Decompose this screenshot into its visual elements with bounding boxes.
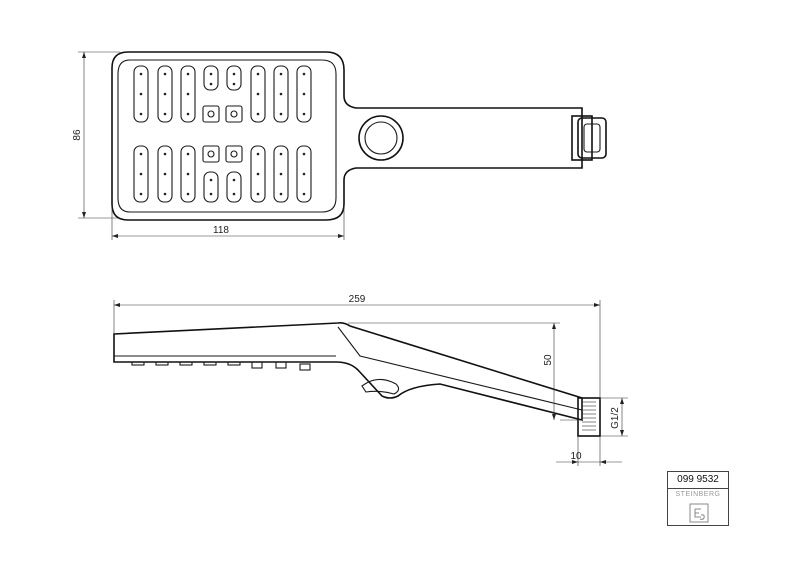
side-view-outline (113, 322, 583, 422)
top-view-face (117, 59, 337, 213)
top-connector-body (571, 115, 593, 161)
top-connector-inner (583, 123, 601, 153)
article-number: 099 9532 (668, 472, 728, 489)
side-connector (577, 397, 601, 437)
dimension-thread: G1/2 (600, 397, 628, 437)
dimension-side-length-label: 259 (349, 294, 366, 305)
brand-name: STEINBERG (675, 491, 721, 498)
side-button (361, 378, 400, 395)
top-connector-nut (577, 117, 607, 159)
brand-logo-icon (689, 503, 709, 523)
dimension-connector-length: 10 (556, 436, 622, 466)
top-view: 86 118 (72, 51, 607, 240)
nozzle-grid-lower (133, 145, 312, 203)
top-view-outline (111, 51, 583, 221)
dimension-top-width-label: 118 (213, 225, 229, 236)
nozzle-dots (139, 72, 306, 196)
dimension-side-height: 50 (348, 322, 582, 421)
button-circle-outer (358, 115, 404, 161)
dimension-top-height-label: 86 (72, 129, 83, 141)
dimension-connector-length-label: 10 (570, 451, 582, 462)
side-view: 259 50 G1/2 10 (113, 294, 628, 466)
button-circle-inner (364, 121, 398, 155)
dimension-thread-label: G1/2 (610, 407, 621, 429)
dimension-side-length: 259 (113, 294, 601, 400)
dimension-side-height-label: 50 (543, 354, 554, 366)
side-nozzles (131, 361, 311, 371)
title-block: 099 9532 STEINBERG (667, 471, 729, 526)
nozzle-grid-upper (133, 65, 312, 123)
dimension-top-height: 86 (72, 51, 120, 219)
dimension-top-width: 118 (111, 206, 345, 240)
side-body-contour (337, 326, 583, 411)
